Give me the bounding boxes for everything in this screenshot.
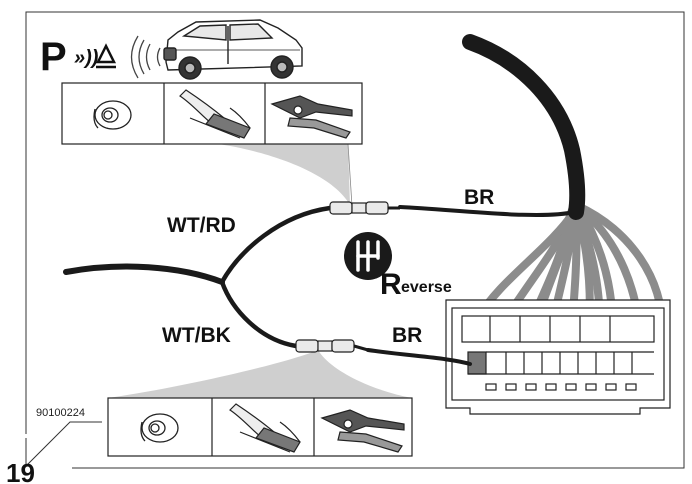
gear-shift-icon xyxy=(356,240,380,272)
bottom-tools-panel xyxy=(107,397,413,457)
wire-stripper-icon xyxy=(229,403,301,453)
sound-waves-icon xyxy=(130,35,161,79)
reverse-letter: R xyxy=(380,268,402,301)
car-icon xyxy=(163,19,303,80)
wire-input xyxy=(63,263,225,285)
crimping-pliers-icon xyxy=(320,409,405,453)
bottom-butt-connector xyxy=(295,339,369,353)
wire-wt-rd xyxy=(219,205,333,285)
multi-pin-connector xyxy=(445,299,671,415)
parking-sensor-symbol: P »)) xyxy=(40,35,117,79)
label-bottom-br: BR xyxy=(392,324,422,347)
tape-roll-icon xyxy=(93,100,132,130)
tape-roll-icon xyxy=(140,413,179,443)
top-tools-panel xyxy=(61,82,363,145)
wire-stripper-icon xyxy=(179,89,251,139)
wire-bottom-br xyxy=(366,348,472,366)
wire-wt-bk xyxy=(219,279,299,349)
parking-letter: P xyxy=(40,35,67,79)
wire-top-br xyxy=(398,205,576,218)
label-wt-bk: WT/BK xyxy=(162,324,231,347)
label-wt-rd: WT/RD xyxy=(167,214,236,237)
figure-number: 19 xyxy=(6,458,35,484)
bottom-callout xyxy=(108,350,412,398)
top-callout xyxy=(218,144,350,205)
warning-triangle-icon xyxy=(95,43,117,69)
crimping-pliers-icon xyxy=(270,95,353,139)
reverse-gear-symbol: R everse xyxy=(344,232,452,301)
figure-code: 90100224 xyxy=(36,407,85,419)
label-top-br: BR xyxy=(464,186,494,209)
main-harness xyxy=(462,34,586,220)
reverse-word: everse xyxy=(401,279,452,296)
page-frame xyxy=(25,11,685,469)
parking-waves: »)) xyxy=(74,47,99,69)
top-butt-connector xyxy=(329,201,400,215)
